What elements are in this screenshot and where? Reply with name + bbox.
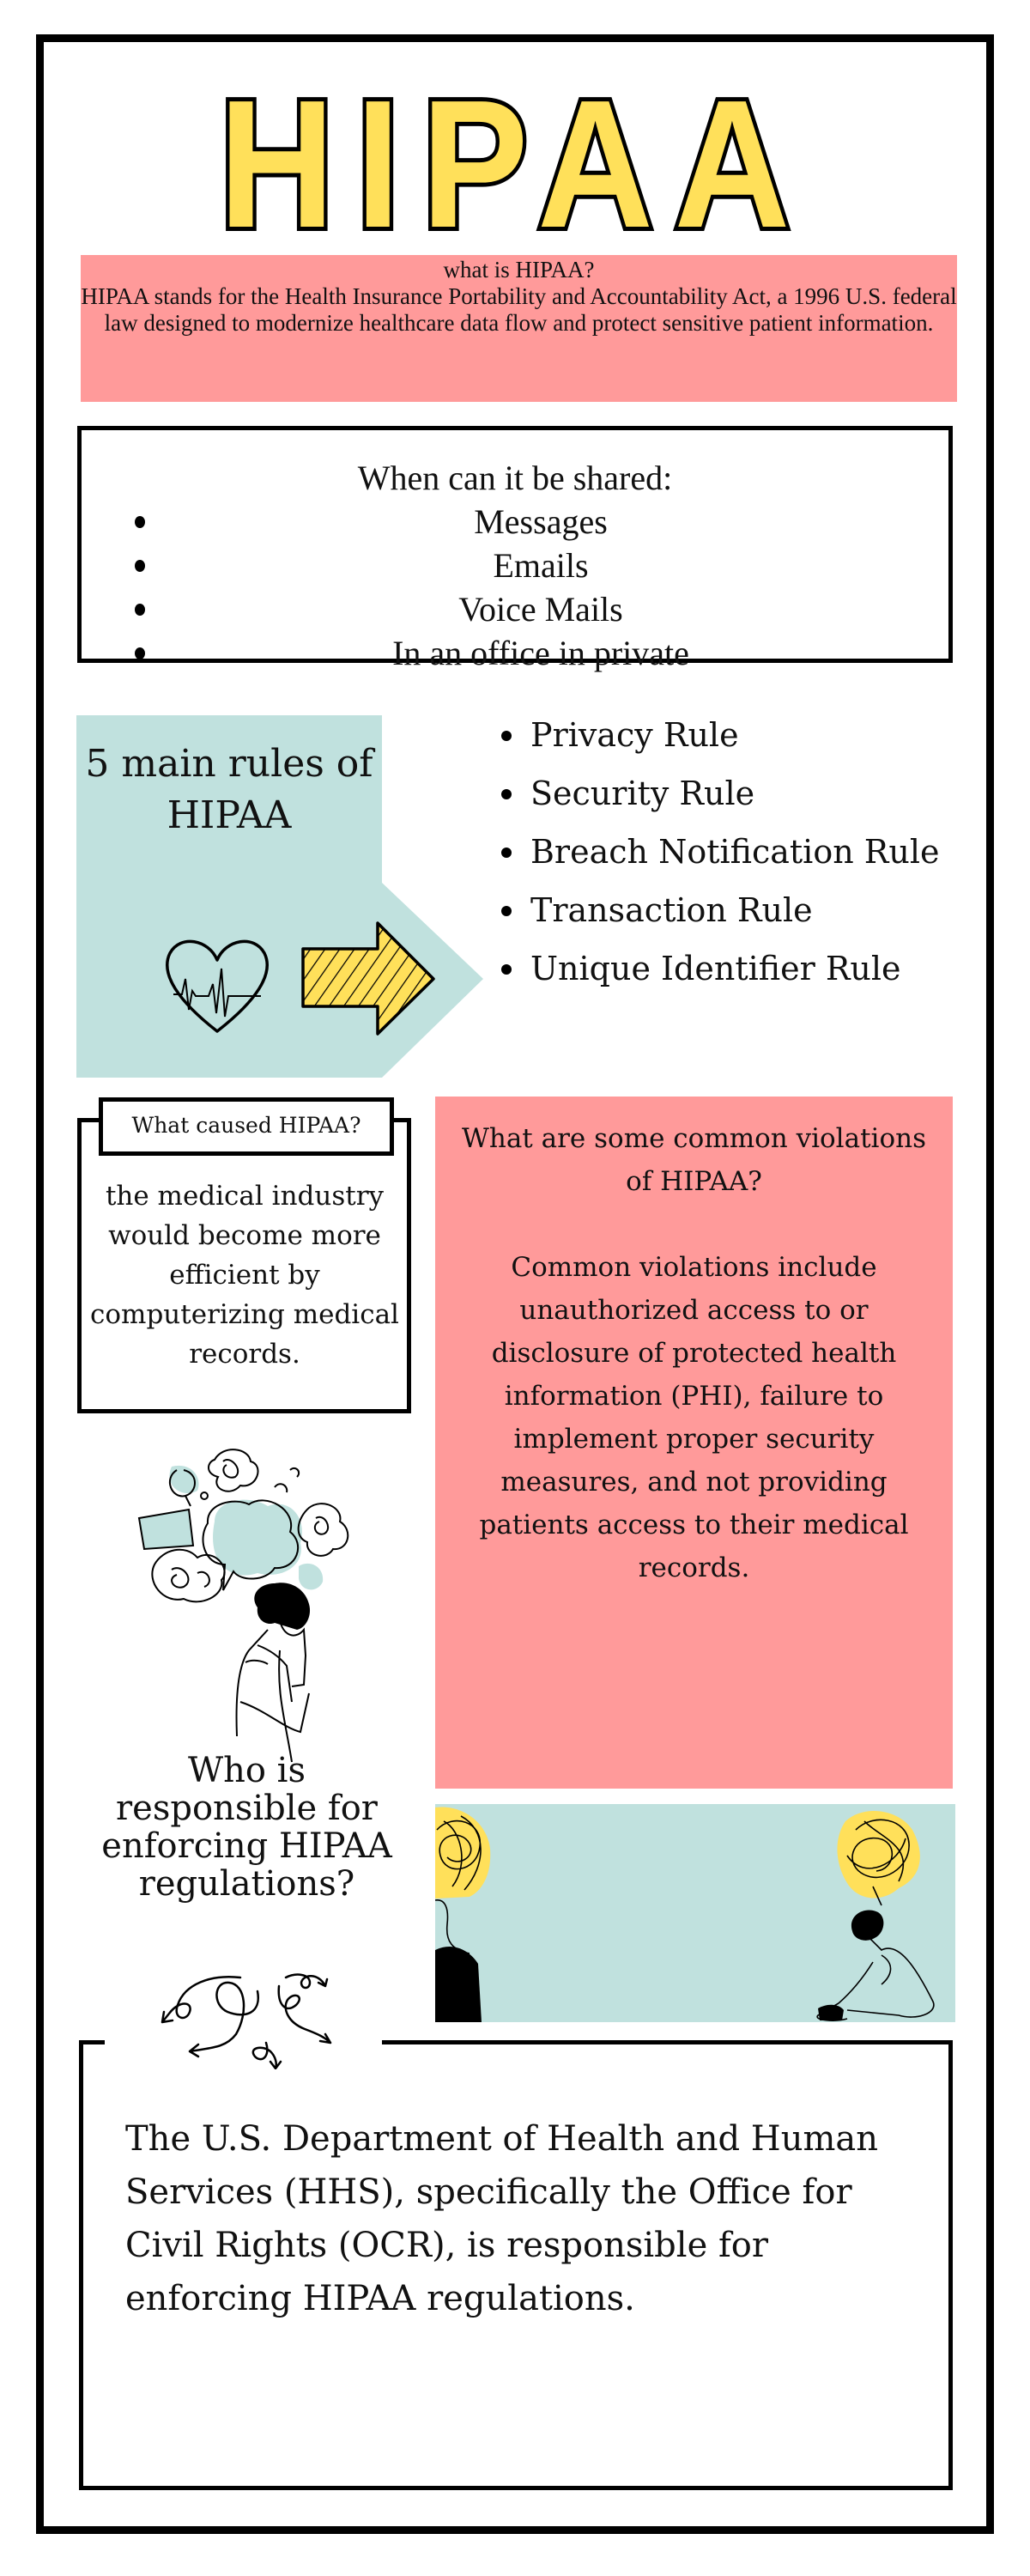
heartbeat-heart-icon: [166, 939, 269, 1033]
box-border-right: [948, 2040, 953, 2490]
sharing-item: Voice Mails: [82, 587, 948, 631]
bullet-icon: [135, 516, 145, 528]
anxious-people-illustration: [435, 1804, 955, 2022]
rule-label: Transaction Rule: [530, 891, 813, 929]
rule-item: Security Rule: [491, 764, 972, 823]
rule-label: Security Rule: [530, 775, 755, 812]
enforcement-answer: The U.S. Department of Health and Human …: [125, 2119, 878, 2318]
rule-item: Unique Identifier Rule: [491, 939, 972, 998]
rule-label: Unique Identifier Rule: [530, 950, 901, 987]
sharing-item: Emails: [82, 544, 948, 587]
bullet-icon: [501, 731, 512, 741]
title-graphic: HIPAA: [215, 58, 811, 270]
rule-item: Privacy Rule: [491, 706, 972, 764]
violations-text: Common violations include unauthorized a…: [479, 1252, 909, 1583]
box-border-bottom: [79, 2486, 953, 2490]
sharing-item-label: In an office in private: [392, 634, 689, 672]
rules-heading: 5 main rules of HIPAA: [85, 742, 373, 837]
sharing-list: Messages Emails Voice Mails In an office…: [82, 500, 948, 675]
rule-label: Privacy Rule: [530, 716, 739, 754]
title-text: HIPAA: [219, 76, 811, 239]
what-is-hipaa-question: what is HIPAA?: [443, 257, 595, 283]
rule-label: Breach Notification Rule: [530, 833, 940, 871]
stressed-person-illustration: [137, 1449, 349, 1763]
what-is-hipaa-panel: what is HIPAA? HIPAA stands for the Heal…: [81, 255, 957, 402]
box-border-top-left: [79, 2040, 105, 2044]
sharing-item: In an office in private: [82, 631, 948, 675]
violations-question: What are some common violations of HIPAA…: [462, 1123, 926, 1197]
bullet-icon: [501, 906, 512, 916]
sharing-item-label: Voice Mails: [458, 590, 623, 629]
cause-text: the medical industry would become more e…: [90, 1181, 399, 1370]
bullet-icon: [501, 848, 512, 858]
sharing-item: Messages: [82, 500, 948, 544]
bullet-icon: [135, 647, 145, 659]
sharing-heading: When can it be shared:: [357, 459, 673, 497]
rules-list: Privacy Rule Security Rule Breach Notifi…: [491, 706, 972, 998]
violations-panel: What are some common violations of HIPAA…: [435, 1097, 953, 1789]
what-is-hipaa-answer: HIPAA stands for the Health Insurance Po…: [81, 283, 957, 336]
rule-item: Transaction Rule: [491, 881, 972, 939]
bullet-icon: [501, 964, 512, 975]
page-frame: [36, 34, 994, 2534]
sharing-item-label: Messages: [474, 502, 608, 541]
cause-box: [77, 1118, 411, 1413]
box-border-left: [79, 2040, 83, 2490]
bullet-icon: [501, 789, 512, 799]
curly-arrows-icon: [161, 1973, 332, 2069]
page-title: HIPAA: [52, 58, 978, 270]
striped-arrow-right-icon: [301, 921, 435, 1036]
cause-label: What caused HIPAA?: [99, 1097, 394, 1156]
bullet-icon: [135, 560, 145, 572]
bullet-icon: [135, 604, 145, 616]
sharing-box: When can it be shared: Messages Emails V…: [77, 426, 953, 672]
enforcement-question: Who is responsible for enforcing HIPAA r…: [101, 1751, 392, 1904]
sharing-item-label: Emails: [493, 546, 589, 585]
box-border-top-right: [382, 2040, 953, 2044]
enforcement-answer-box: [79, 2040, 953, 2490]
rule-item: Breach Notification Rule: [491, 823, 972, 881]
anxious-people-graphic: [435, 1807, 935, 2022]
